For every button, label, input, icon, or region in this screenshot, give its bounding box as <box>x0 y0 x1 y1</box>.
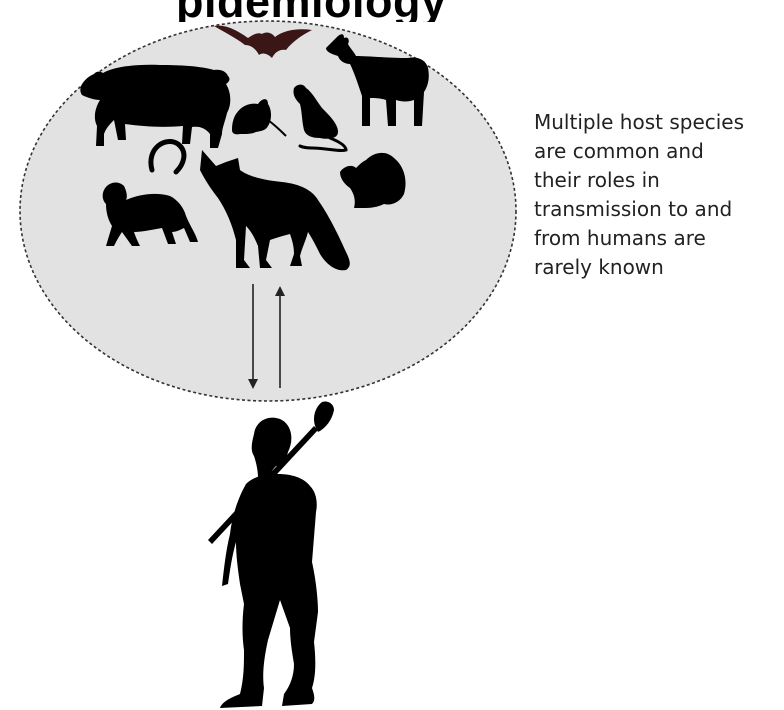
caption-line: from humans are <box>534 224 784 253</box>
caption-line: rarely known <box>534 253 784 282</box>
human-with-tool-icon <box>208 401 334 708</box>
caption-line: their roles in <box>534 166 784 195</box>
host-species-caption: Multiple host species are common and the… <box>534 108 784 282</box>
caption-line: are common and <box>534 137 784 166</box>
caption-line: transmission to and <box>534 195 784 224</box>
caption-line: Multiple host species <box>534 108 784 137</box>
